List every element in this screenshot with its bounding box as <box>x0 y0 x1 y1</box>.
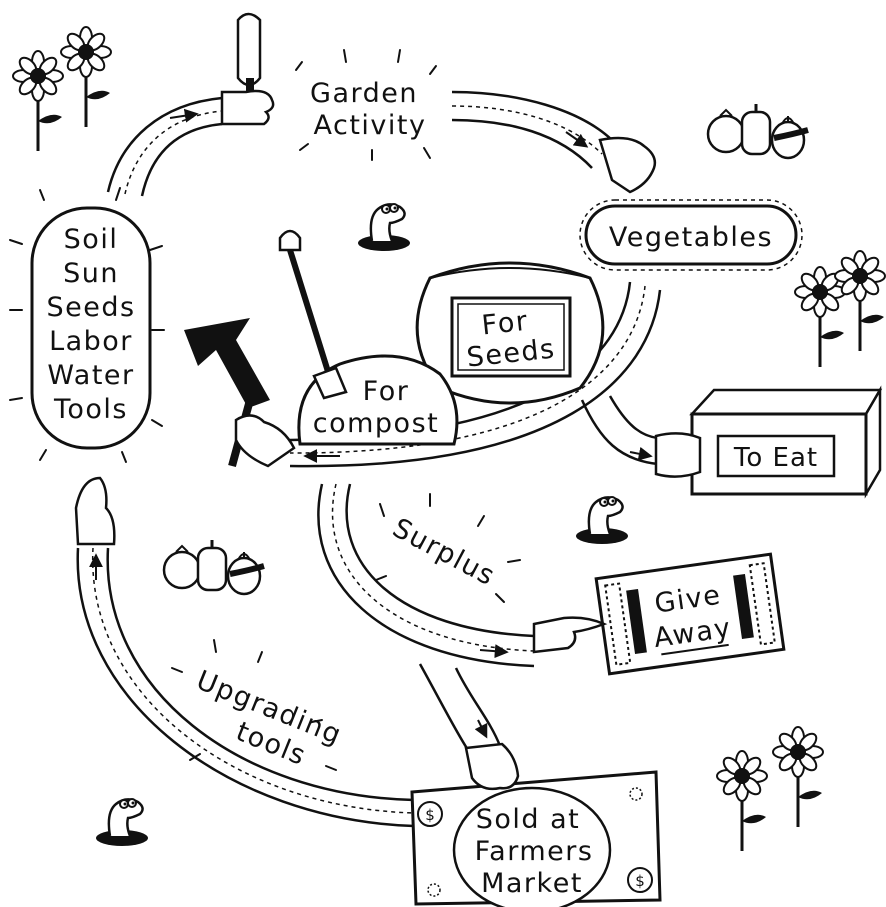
pointing-hand-icon <box>532 616 608 654</box>
sunflower-icon <box>59 25 113 129</box>
inputs-group: Soil Sun Seeds Labor Water Tools <box>9 187 165 463</box>
svg-text:$: $ <box>635 872 645 890</box>
input-soil: Soil <box>64 224 119 255</box>
market-label: Market <box>481 868 583 899</box>
for-seeds-label-1: For <box>480 306 530 342</box>
for-compost-label-2: compost <box>313 408 439 439</box>
sold-at-market-node: Sold at Farmers Market <box>475 804 594 899</box>
input-seeds: Seeds <box>46 292 135 323</box>
svg-text:$: $ <box>425 806 435 824</box>
input-tools: Tools <box>53 394 128 425</box>
give-away-node: Give Away <box>594 552 786 676</box>
surplus-label-group: Surplus <box>375 493 521 603</box>
garden-activity-label: Garden Activity <box>295 49 437 161</box>
dollar-bill-icon: $ $ <box>410 770 662 907</box>
inputs-pill <box>30 206 152 450</box>
flow-arcs <box>76 90 662 828</box>
hand-icon <box>654 432 702 478</box>
compost-node: For compost <box>278 229 459 446</box>
sunflower-icon <box>793 265 847 369</box>
sunflower-icon <box>11 49 65 153</box>
sold-at-label: Sold at <box>476 804 581 835</box>
input-labor: Labor <box>49 326 133 357</box>
vegetables-node: Vegetables <box>579 199 803 271</box>
farmers-label: Farmers <box>475 836 594 867</box>
to-eat-label: To Eat <box>733 443 818 473</box>
vegetables-label: Vegetables <box>609 222 773 253</box>
vegetables-icon <box>708 104 808 158</box>
input-water: Water <box>47 360 134 391</box>
input-sun: Sun <box>63 258 119 289</box>
seed-sack-icon: For Seeds <box>415 261 605 405</box>
hand-icon <box>598 136 657 194</box>
activity-label: Activity <box>314 110 427 141</box>
upgrading-tools-label-group: Upgrading tools <box>171 639 346 772</box>
worm-icon <box>574 495 630 546</box>
sunflower-icon <box>771 725 825 829</box>
trowel-icon <box>220 12 275 126</box>
worm-icon <box>356 202 412 253</box>
hand-icon <box>464 742 520 791</box>
sunflower-icon <box>833 249 886 353</box>
crate-icon: To Eat <box>654 385 883 499</box>
pointing-hand-icon <box>74 476 116 546</box>
surplus-label: Surplus <box>387 513 500 593</box>
for-compost-label-1: For <box>363 376 410 407</box>
arrow-icon <box>89 108 653 739</box>
arrow-icon <box>184 318 296 468</box>
worm-icon <box>94 797 150 848</box>
vegetables-icon <box>164 540 264 594</box>
sunflower-icon <box>715 749 769 853</box>
shovel-icon <box>278 229 333 379</box>
garden-label: Garden <box>310 78 418 109</box>
